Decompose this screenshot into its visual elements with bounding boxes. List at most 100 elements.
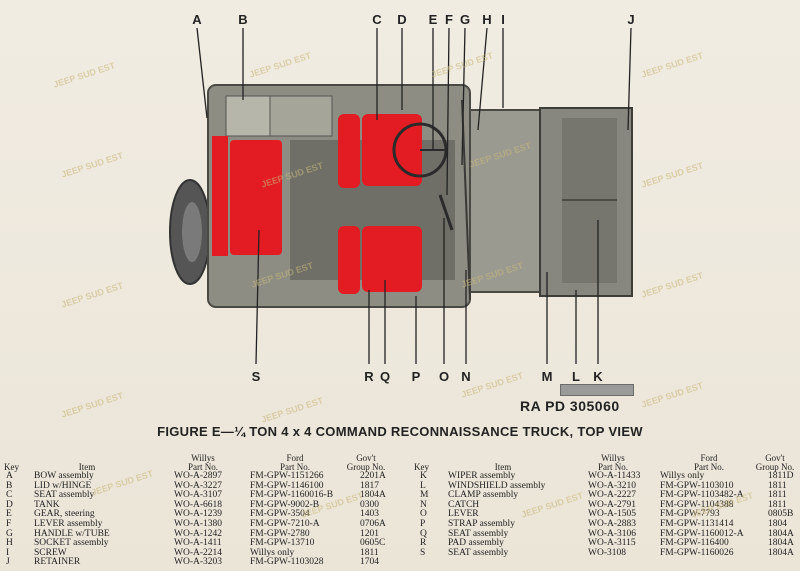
cell-willys: WO-A-1380 <box>174 518 223 529</box>
figure-ref-prefix: RA <box>520 398 541 414</box>
cell-ford: FM-GPW-1104388 <box>660 499 734 510</box>
cell-willys: WO-A-3227 <box>174 480 223 491</box>
callout-b: B <box>238 12 247 27</box>
cell-ford: FM-GPW-2780 <box>250 528 310 539</box>
cell-ford: FM-GPW-3504 <box>250 509 310 520</box>
cell-key: S <box>420 547 426 558</box>
cell-key: G <box>6 528 13 539</box>
rear-seat <box>230 140 282 255</box>
callout-r: R <box>364 369 374 384</box>
header-item: Item <box>78 462 96 472</box>
cell-item: WINDSHIELD assembly <box>448 480 546 491</box>
table-row: G HANDLE w/TUBE WO-A-1242 FM-GPW-2780 1201 <box>4 528 404 540</box>
cell-key: A <box>6 471 13 481</box>
cell-willys: WO-A-3106 <box>588 528 637 539</box>
cell-item: LID w/HINGE <box>34 480 92 491</box>
cell-item: LEVER assembly <box>34 518 103 529</box>
cell-ford: FM-GPW-1103482-A <box>660 490 744 501</box>
cell-key: H <box>6 538 13 549</box>
cell-willys: WO-A-11433 <box>588 471 641 481</box>
header-item: Item <box>494 462 512 472</box>
callout-d: D <box>397 12 406 27</box>
cell-ford: FM-GPW-7210-A <box>250 518 320 529</box>
cell-item: SCREW <box>34 547 67 558</box>
cell-willys: WO-A-3203 <box>174 557 223 568</box>
cell-key: L <box>420 480 426 491</box>
cell-item: CLAMP assembly <box>448 490 519 501</box>
cell-item: HANDLE w/TUBE <box>34 528 110 539</box>
cell-key: P <box>420 518 426 529</box>
cell-willys: WO-A-1239 <box>174 509 223 520</box>
callout-c: C <box>372 12 382 27</box>
cell-govt: 1804A <box>768 547 794 558</box>
callout-j: J <box>627 12 634 27</box>
cell-ford: FM-GPW-9002-B <box>250 499 320 510</box>
reference-bar <box>560 384 634 396</box>
driver-seat <box>362 114 422 186</box>
callout-f: F <box>445 12 453 27</box>
cell-ford: FM-GPW-1160012-A <box>660 528 744 539</box>
cell-key: D <box>6 499 13 510</box>
cell-govt: 1804A <box>768 538 794 549</box>
cell-ford: Willys only <box>660 471 705 481</box>
callout-s: S <box>252 369 261 384</box>
callout-p: P <box>412 369 421 384</box>
cell-govt: 2201A <box>360 471 386 481</box>
figure-caption: FIGURE E—¼ TON 4 x 4 COMMAND RECONNAISSA… <box>157 424 643 439</box>
callout-l: L <box>572 369 580 384</box>
cell-willys: WO-A-2791 <box>588 499 637 510</box>
cell-key: F <box>6 518 12 529</box>
figure-reference: RA PD 305060 <box>520 384 634 414</box>
cell-item: TANK <box>34 499 60 510</box>
cell-willys: WO-A-2214 <box>174 547 223 558</box>
cell-govt: 1201 <box>360 528 379 539</box>
callout-m: M <box>542 369 553 384</box>
cell-item: STRAP assembly <box>448 518 515 529</box>
cell-willys: WO-A-3107 <box>174 490 223 501</box>
cell-key: I <box>6 547 10 558</box>
cell-item: BOW assembly <box>34 471 94 481</box>
cell-item: WIPER assembly <box>448 471 516 481</box>
cell-willys: WO-A-1242 <box>174 528 223 539</box>
cell-ford: Willys only <box>250 547 295 558</box>
cell-ford: FM-GPW-7793 <box>660 509 720 520</box>
cell-key: J <box>6 557 10 568</box>
cell-willys: WO-A-3115 <box>588 538 636 549</box>
cell-key: Q <box>420 528 427 539</box>
cell-willys: WO-A-2897 <box>174 471 223 481</box>
cell-ford: FM-GPW-1160016-B <box>250 490 334 501</box>
cell-govt: 1704 <box>360 557 379 568</box>
header-key: Key <box>414 462 429 472</box>
cell-key: K <box>420 471 427 481</box>
cell-ford: FM-GPW-1103010 <box>660 480 734 491</box>
cell-key: R <box>420 538 427 549</box>
cell-key: E <box>6 509 12 520</box>
cell-key: B <box>6 480 13 491</box>
cell-willys: WO-A-1411 <box>174 538 222 549</box>
callout-q: Q <box>380 369 390 384</box>
cell-item: GEAR, steering <box>34 509 95 520</box>
cell-item: RETAINER <box>34 557 81 568</box>
